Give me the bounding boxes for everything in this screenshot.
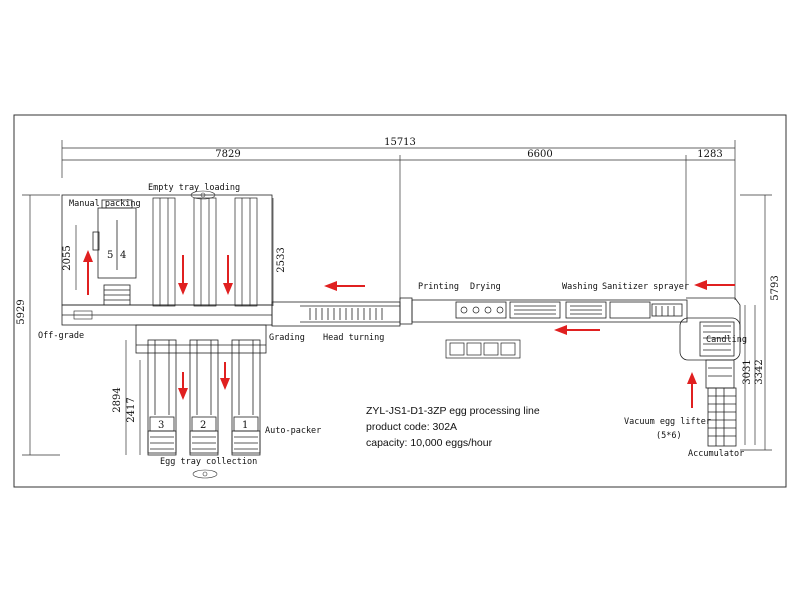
dim-total-height: 5929 xyxy=(16,299,27,324)
dim-egg-tray-inner: 2417 xyxy=(126,397,137,422)
label-auto-packer: Auto-packer xyxy=(265,426,321,436)
top-dimensions xyxy=(61,140,736,300)
drawing-frame xyxy=(13,114,787,488)
dim-right-section: 1283 xyxy=(697,149,722,160)
label-drying: Drying xyxy=(470,282,501,292)
left-vertical-dimension xyxy=(22,194,60,456)
label-off-grade: Off-grade xyxy=(38,331,84,341)
label-washing: Washing xyxy=(562,282,598,292)
dim-middle-section: 6600 xyxy=(527,149,552,160)
packing-area xyxy=(61,194,273,306)
packer-number-1: 1 xyxy=(242,420,248,431)
off-grade-box xyxy=(73,310,93,320)
main-conveyor xyxy=(61,297,688,327)
dim-egg-tray-height: 2894 xyxy=(112,387,123,412)
packer-number-3: 3 xyxy=(158,420,164,431)
dim-tray-loading-height: 2533 xyxy=(276,247,287,272)
label-printing: Printing xyxy=(418,282,459,292)
top-view-markers xyxy=(190,190,218,479)
label-vacuum-egg-lifter: Vacuum egg lifter xyxy=(624,417,711,427)
candling-accumulator-unit xyxy=(679,297,741,447)
right-vertical-dimensions xyxy=(740,194,772,451)
printer-units xyxy=(445,339,521,359)
label-sanitizer-sprayer: Sanitizer sprayer xyxy=(602,282,689,292)
label-grading: Grading xyxy=(269,333,305,343)
packing-box-4: 4 xyxy=(120,250,126,261)
dim-candling-outer: 3342 xyxy=(754,359,765,384)
info-model: ZYL-JS1-D1-3ZP egg processing line xyxy=(366,405,540,417)
info-capacity: capacity: 10,000 eggs/hour xyxy=(366,437,493,449)
flow-arrows-packing xyxy=(83,250,233,295)
dim-left-section: 7829 xyxy=(215,149,240,160)
info-product-code: product code: 302A xyxy=(366,421,457,433)
flow-arrows-conveyor xyxy=(324,280,735,408)
printing-rollers xyxy=(460,306,504,314)
dim-total-length: 15713 xyxy=(384,137,416,148)
label-vacuum-spec: (5*6) xyxy=(656,431,682,441)
packer-number-2: 2 xyxy=(200,420,206,431)
label-head-turning: Head turning xyxy=(323,333,384,343)
tray-loading-columns xyxy=(152,197,258,307)
label-egg-tray-collection: Egg tray collection xyxy=(160,457,257,467)
dim-candling-height: 3031 xyxy=(742,359,753,384)
egg-tray-dimensions xyxy=(125,340,141,455)
flow-arrows-packers xyxy=(178,362,230,400)
auto-packers xyxy=(135,324,267,456)
packing-box-5: 5 xyxy=(107,250,113,261)
label-accumulator: Accumulator xyxy=(688,449,744,459)
dim-right-height: 5793 xyxy=(770,275,781,300)
label-manual-packing: Manual packing xyxy=(69,199,141,209)
label-empty-tray-loading: Empty tray loading xyxy=(148,183,240,193)
label-candling: Candling xyxy=(706,335,747,345)
dim-packing-height: 2055 xyxy=(62,245,73,270)
